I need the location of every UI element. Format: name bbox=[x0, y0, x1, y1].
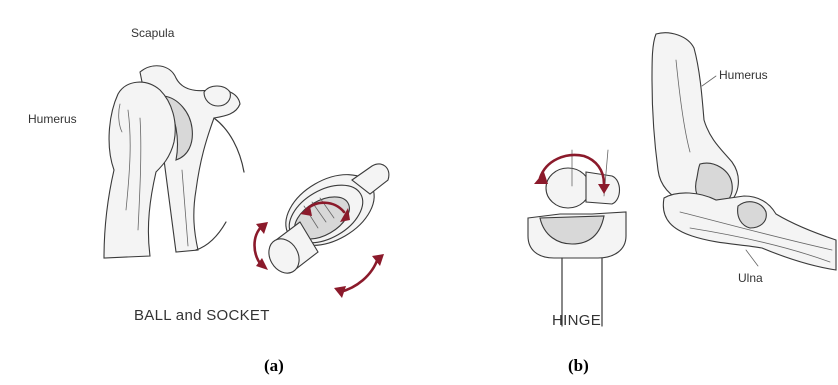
label-ball-and-socket: BALL and SOCKET bbox=[134, 307, 270, 324]
shoulder-illustration bbox=[104, 66, 244, 258]
label-hinge: HINGE bbox=[552, 312, 601, 329]
ball-and-socket-model bbox=[263, 160, 389, 279]
caption-b: (b) bbox=[568, 356, 589, 376]
label-scapula: Scapula bbox=[131, 26, 174, 40]
label-humerus-b: Humerus bbox=[719, 68, 768, 82]
label-ulna: Ulna bbox=[738, 271, 763, 285]
label-humerus-a: Humerus bbox=[28, 112, 77, 126]
caption-a: (a) bbox=[264, 356, 284, 376]
